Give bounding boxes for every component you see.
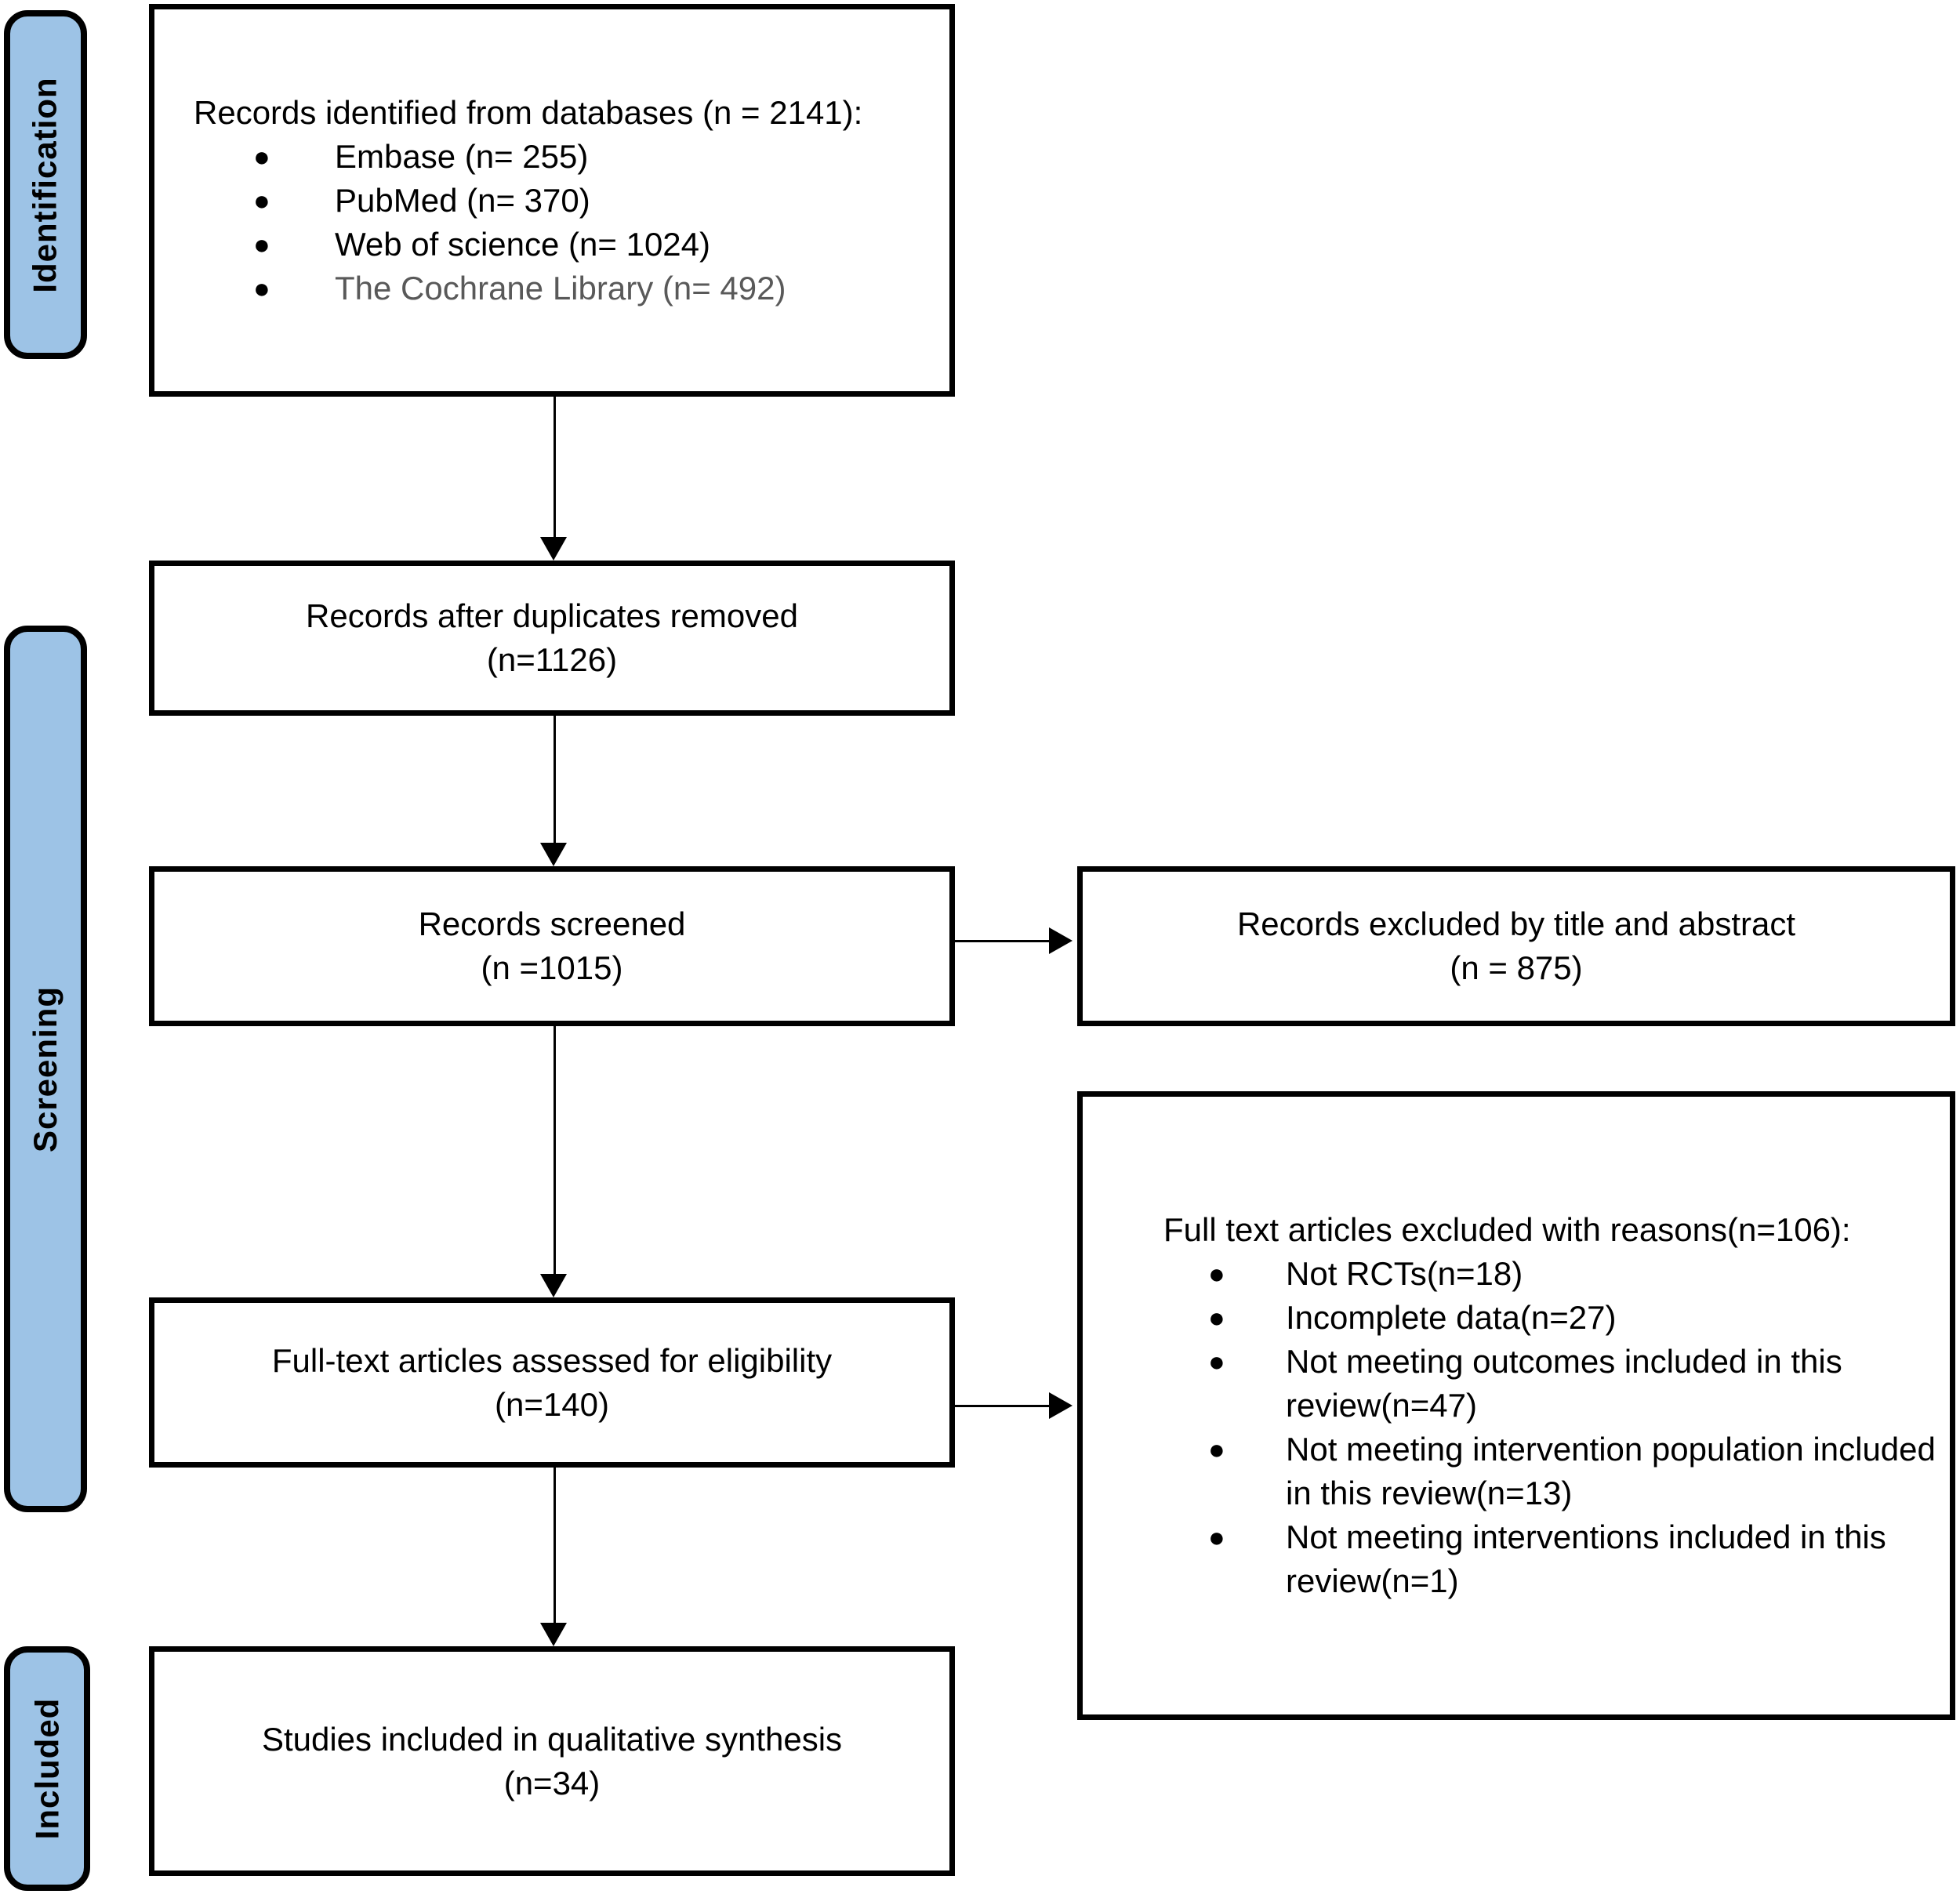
studies-included-line1: Studies included in qualitative synthesi… xyxy=(261,1720,843,1758)
bullet-icon: ● xyxy=(1208,1433,1225,1465)
studies-included-count: (n=34) xyxy=(503,1764,601,1801)
arrow-identified-to-duplicates-line xyxy=(554,397,556,539)
records-screened-count: (n =1015) xyxy=(481,949,623,986)
list-item: ● Not meeting outcomes included in this … xyxy=(1208,1340,1950,1428)
records-identified-list: ● Embase (n= 255) ● PubMed (n= 370) ● We… xyxy=(253,135,949,310)
arrow-fulltext-to-included-line xyxy=(554,1468,556,1624)
fulltext-assessed-line1: Full-text articles assessed for eligibil… xyxy=(271,1341,833,1379)
database-item-embase: Embase (n= 255) xyxy=(335,137,589,175)
stage-label-screening: Screening xyxy=(4,626,87,1512)
fulltext-excluded-list: ● Not RCTs(n=18) ● Incomplete data(n=27)… xyxy=(1208,1252,1950,1603)
database-item-cochrane: The Cochrane Library (n= 492) xyxy=(335,269,786,307)
exclusion-reason-interventions: Not meeting interventions included in th… xyxy=(1286,1518,1886,1599)
bullet-icon: ● xyxy=(1208,1257,1225,1290)
box-records-screened: Records screened (n =1015) xyxy=(149,866,955,1026)
box-fulltext-assessed: Full-text articles assessed for eligibil… xyxy=(149,1297,955,1468)
stage-label-identification: Identification xyxy=(4,10,87,359)
database-item-pubmed: PubMed (n= 370) xyxy=(335,181,590,219)
bullet-icon: ● xyxy=(253,140,270,172)
list-item: ● Not meeting intervention population in… xyxy=(1208,1428,1950,1515)
arrow-right-icon xyxy=(1049,927,1073,954)
list-item: ● Incomplete data(n=27) xyxy=(1208,1296,1950,1340)
stage-label-included: Included xyxy=(4,1646,90,1891)
arrow-duplicates-to-screened-line xyxy=(554,716,556,844)
arrow-screened-to-fulltext-line xyxy=(554,1026,556,1275)
list-item: ● The Cochrane Library (n= 492) xyxy=(253,267,949,310)
duplicates-removed-line1: Records after duplicates removed xyxy=(306,597,798,634)
bullet-icon: ● xyxy=(1208,1345,1225,1377)
box-duplicates-removed: Records after duplicates removed (n=1126… xyxy=(149,561,955,716)
list-item: ● Not RCTs(n=18) xyxy=(1208,1252,1950,1296)
arrow-down-icon xyxy=(540,843,567,866)
records-identified-title: Records identified from databases (n = 2… xyxy=(194,93,863,131)
list-item: ● Embase (n= 255) xyxy=(253,135,949,179)
arrow-right-icon xyxy=(1049,1392,1073,1419)
stage-label-identification-text: Identification xyxy=(27,76,64,293)
records-excluded-count: (n = 875) xyxy=(1450,949,1583,986)
list-item: ● Not meeting interventions included in … xyxy=(1208,1515,1950,1603)
box-records-excluded: Records excluded by title and abstract (… xyxy=(1077,866,1955,1026)
duplicates-removed-count: (n=1126) xyxy=(486,641,618,678)
box-records-identified: Records identified from databases (n = 2… xyxy=(149,4,955,397)
bullet-icon: ● xyxy=(253,271,270,304)
bullet-icon: ● xyxy=(253,183,270,216)
database-item-web-of-science: Web of science (n= 1024) xyxy=(335,225,711,263)
exclusion-reason-incomplete-data: Incomplete data(n=27) xyxy=(1286,1299,1617,1336)
arrow-down-icon xyxy=(540,537,567,561)
arrow-down-icon xyxy=(540,1274,567,1297)
fulltext-excluded-title: Full text articles excluded with reasons… xyxy=(1163,1211,1851,1248)
box-studies-included: Studies included in qualitative synthesi… xyxy=(149,1646,955,1876)
bullet-icon: ● xyxy=(1208,1521,1225,1553)
records-excluded-line1: Records excluded by title and abstract xyxy=(1236,905,1796,942)
arrow-down-icon xyxy=(540,1623,567,1646)
fulltext-assessed-count: (n=140) xyxy=(495,1385,609,1423)
bullet-icon: ● xyxy=(1208,1301,1225,1333)
exclusion-reason-population: Not meeting intervention population incl… xyxy=(1286,1431,1936,1511)
stage-label-screening-text: Screening xyxy=(27,985,64,1152)
arrow-fulltext-to-excluded-line xyxy=(955,1405,1051,1407)
list-item: ● PubMed (n= 370) xyxy=(253,179,949,223)
records-screened-line1: Records screened xyxy=(418,905,686,942)
exclusion-reason-not-rcts: Not RCTs(n=18) xyxy=(1286,1255,1523,1292)
arrow-screened-to-excluded-line xyxy=(955,940,1051,942)
list-item: ● Web of science (n= 1024) xyxy=(253,223,949,267)
bullet-icon: ● xyxy=(253,227,270,260)
exclusion-reason-outcomes: Not meeting outcomes included in this re… xyxy=(1286,1343,1842,1424)
stage-label-included-text: Included xyxy=(28,1697,65,1840)
box-fulltext-excluded: Full text articles excluded with reasons… xyxy=(1077,1091,1955,1720)
